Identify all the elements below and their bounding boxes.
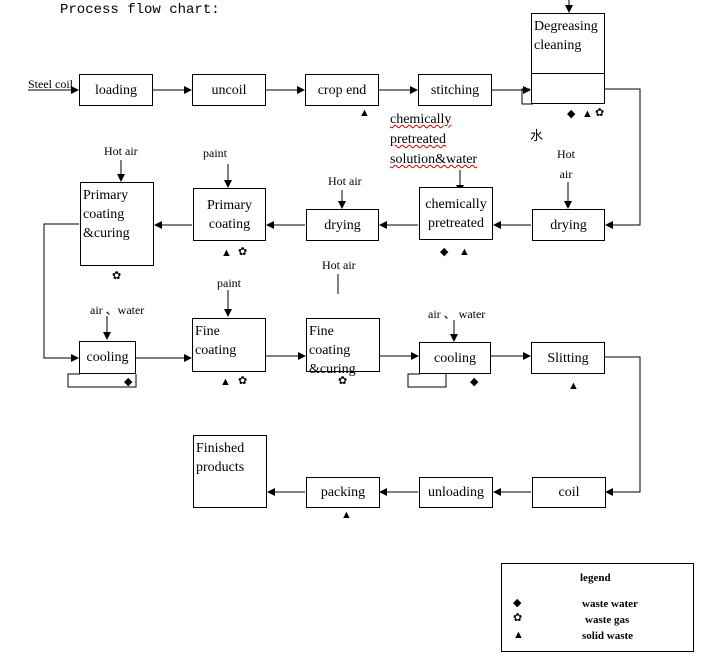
- solid-waste-icon: ▲: [359, 107, 370, 119]
- waste-gas-icon: ✿: [513, 612, 523, 624]
- waste-water-icon: ◆: [470, 376, 479, 388]
- waste-gas-icon: ✿: [238, 246, 248, 258]
- fine-curing-step: Fine coating &curing: [306, 318, 380, 377]
- solid-waste-icon: ▲: [459, 246, 470, 258]
- chem-solution-text: chemically pretreated solution&water: [390, 112, 478, 167]
- steel-coil-label: Steel coil: [28, 77, 73, 91]
- waste-water-icon: ◆: [567, 108, 576, 120]
- hot-air-label-1: Hot air: [557, 147, 575, 181]
- chem-solution-label: chemically pretreated solution&water: [390, 110, 477, 170]
- solid-waste-icon: ▲: [341, 509, 352, 521]
- stitching-step: stitching: [418, 74, 492, 106]
- arrow-curing-to-cooling: [43, 223, 79, 362]
- paint-label-2: paint: [217, 276, 241, 290]
- packing-step: packing: [306, 477, 380, 508]
- air-water-label-2: air 、 water: [428, 307, 486, 321]
- waste-gas-icon: ✿: [238, 375, 248, 387]
- waste-gas-icon: ✿: [112, 270, 122, 282]
- solid-waste-icon: ▲: [513, 629, 524, 641]
- chemical-pretreated-step: chemically pretreated: [419, 187, 493, 240]
- legend-solid-waste: solid waste: [582, 630, 634, 642]
- fine-coating-step: Fine coating: [192, 318, 266, 372]
- legend-waste-water: waste water: [582, 598, 638, 610]
- coil-step: coil: [532, 477, 606, 508]
- loop-cooling-2: [407, 373, 447, 388]
- legend-box: [501, 563, 694, 652]
- cooling-step-2: cooling: [419, 342, 491, 374]
- arrow-slitting-to-coil: [605, 356, 641, 496]
- hot-air-label-4: Hot air: [322, 258, 356, 272]
- solid-waste-icon: ▲: [220, 376, 231, 388]
- water-label: 水: [530, 128, 544, 143]
- waste-water-icon: ◆: [124, 376, 133, 388]
- slitting-step: Slitting: [531, 342, 605, 374]
- hot-air-label-3: Hot air: [104, 144, 138, 158]
- uncoil-step: uncoil: [192, 74, 266, 106]
- finished-products-step: Finished products: [193, 435, 267, 508]
- waste-water-icon: ◆: [440, 246, 449, 258]
- solid-waste-icon: ▲: [221, 247, 232, 259]
- drying-step-1: drying: [532, 209, 605, 241]
- waste-gas-icon: ✿: [595, 107, 605, 119]
- waste-gas-icon: ✿: [338, 375, 348, 387]
- waste-water-icon: ◆: [513, 597, 522, 609]
- legend-title: legend: [580, 572, 611, 584]
- arrow-degreasing-to-drying: [604, 88, 641, 229]
- cooling-step-1: cooling: [79, 341, 136, 374]
- primary-curing-step: Primary coating &curing: [80, 182, 154, 266]
- hot-air-label-2: Hot air: [328, 174, 362, 188]
- primary-coating-step: Primary coating: [193, 188, 266, 241]
- degreasing-lower-cell: [531, 73, 605, 104]
- crop-end-step: crop end: [305, 74, 379, 106]
- unloading-step: unloading: [419, 477, 493, 508]
- solid-waste-icon: ▲: [582, 108, 593, 120]
- air-water-label-1: air 、water: [90, 303, 145, 317]
- loop-degreasing: [521, 88, 533, 105]
- legend-waste-gas: waste gas: [585, 614, 630, 626]
- chart-title: Process flow chart:: [60, 2, 220, 18]
- loading-step: loading: [79, 74, 153, 106]
- solid-waste-icon: ▲: [568, 380, 579, 392]
- degreasing-step: Degreasing cleaning: [531, 13, 605, 74]
- drying-step-2: drying: [306, 209, 379, 241]
- loop-cooling-1: [67, 373, 137, 388]
- paint-label-1: paint: [203, 146, 227, 160]
